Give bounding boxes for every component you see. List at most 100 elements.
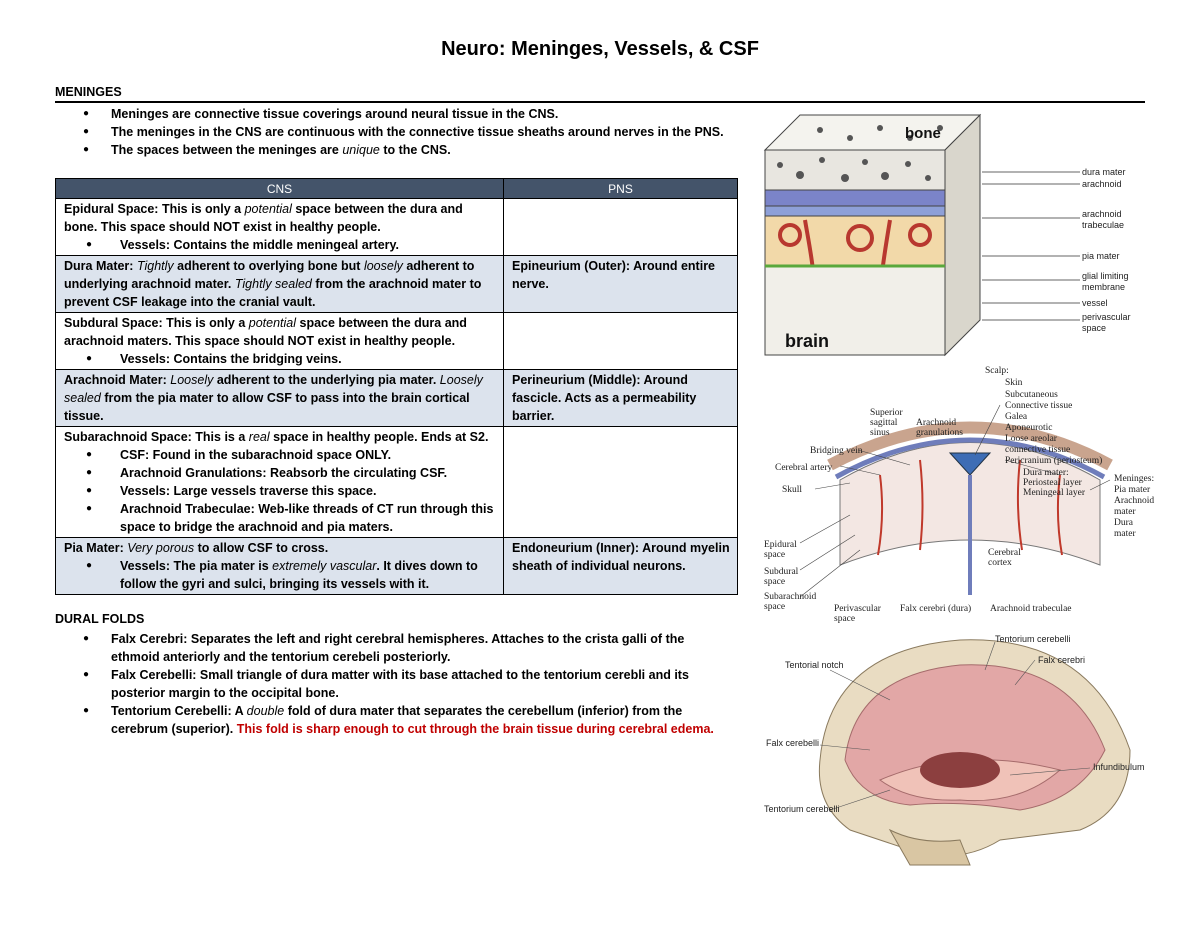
bone-pores [777, 125, 943, 182]
table-row: Arachnoid Mater: Loosely adherent to the… [55, 369, 738, 427]
cortex-label-2: cortex [988, 558, 1012, 568]
bone-label: bone [905, 125, 941, 142]
tentorial-notch-label: Tentorial notch [785, 660, 844, 670]
perivascular-label-line2: space [1082, 323, 1106, 333]
falx-cerebri-label: Falx cerebri [1038, 655, 1085, 665]
list-item: CSF: Found in the subarachnoid space ONL… [64, 446, 498, 464]
arachnoid-layer [764, 205, 946, 217]
infundibulum-label: Infundibulum [1093, 762, 1145, 772]
label-leaders [819, 641, 1091, 811]
cerebral-artery-label: Cerebral artery [775, 463, 832, 473]
table-row: Dura Mater: Tightly adherent to overlyin… [55, 255, 738, 313]
cns-arachnoid-cell: Arachnoid Mater: Loosely adherent to the… [55, 369, 504, 427]
periosteal-layer-label: Periosteal layer [1023, 478, 1083, 488]
subdural-label-1: Subdural [764, 567, 799, 577]
subarachnoid-label-2: space [764, 602, 785, 612]
cns-subarachnoid-cell: Subarachnoid Space: This is a real space… [55, 426, 504, 538]
column-header-cns: CNS [55, 178, 504, 199]
tentorium-cerebelli-label-top: Tentorium cerebelli [995, 634, 1071, 644]
perivascular-label-2: space [834, 614, 855, 624]
coronal-meninges-figure: Scalp: Skin Subcutaneous Connective tiss… [764, 366, 1154, 624]
pia-mater-label: Pia mater [1114, 485, 1151, 495]
meninges-heading: MENINGES [55, 85, 122, 99]
tentorium-cerebelli-label-bottom: Tentorium cerebelli [764, 804, 840, 814]
bone-layer [764, 149, 946, 191]
granulations-label-1: Arachnoid [916, 418, 956, 428]
glial-label-line1: glial limiting [1082, 271, 1129, 281]
loose-ct-label: connective tissue [1005, 445, 1070, 455]
label-leaders [799, 404, 1111, 598]
subdural-label-2: space [764, 577, 785, 587]
pia-mater-label: pia mater [1082, 251, 1120, 261]
cortical-vessels [877, 459, 1063, 556]
list-item: Vessels: Contains the bridging veins. [64, 350, 498, 368]
perivascular-label-line1: perivascular [1082, 312, 1131, 322]
glial-label-line2: membrane [1082, 282, 1125, 292]
pns-endoneurium-cell: Endoneurium (Inner): Around myelin sheat… [503, 537, 738, 595]
arachnoid-label: Arachnoid [1114, 496, 1154, 506]
list-item: Vessels: Contains the middle meningeal a… [64, 236, 498, 254]
skin-label: Skin [1005, 378, 1023, 388]
meninges-layers-figure: bone brain dura mater arachnoid arachnoi… [763, 113, 1131, 357]
brain-layer [764, 265, 946, 356]
granulations-label-2: granulations [916, 428, 963, 438]
pns-empty-cell [503, 426, 738, 538]
table-row: Subdural Space: This is only a potential… [55, 312, 738, 370]
brain-label: brain [785, 331, 829, 351]
sss-label-1: Superior [870, 408, 904, 418]
skull-layer [827, 421, 1113, 471]
vessel-label: vessel [1082, 298, 1108, 308]
heading-rule [55, 101, 1145, 103]
label-leaders [982, 171, 1080, 321]
arachnoid-mater-label: mater [1114, 507, 1136, 517]
list-item: Tentorium Cerebelli: A double fold of du… [83, 702, 723, 738]
cns-epidural-cell: Epidural Space: This is only a potential… [55, 198, 504, 256]
meninges-bullets: Meninges are connective tissue coverings… [83, 105, 724, 159]
cns-pia-cell: Pia Mater: Very porous to allow CSF to c… [55, 537, 504, 595]
dura-mater-label: Dura mater: [1023, 468, 1069, 478]
dura-mater-label: dura mater [1082, 167, 1126, 177]
sss-label-3: sinus [870, 428, 890, 438]
list-item: The meninges in the CNS are continuous w… [83, 123, 724, 141]
list-item: Arachnoid Trabeculae: Web-like threads o… [64, 500, 498, 536]
meninges-label: Meninges: [1114, 474, 1154, 484]
cns-dura-cell: Dura Mater: Tightly adherent to overlyin… [55, 255, 504, 313]
list-item: Vessels: The pia mater is extremely vasc… [64, 557, 498, 593]
pns-empty-cell [503, 312, 738, 370]
dural-folds-figure: Tentorium cerebelli Tentorial notch Falx… [764, 634, 1145, 866]
dura-layer [834, 437, 1106, 480]
dura-layer [764, 189, 946, 207]
trabeculae-label-line2: trabeculae [1082, 220, 1124, 230]
list-item: Meninges are connective tissue coverings… [83, 105, 724, 123]
sagittal-sinus [948, 452, 992, 476]
bridging-vein-label: Bridging vein [810, 446, 863, 456]
scalp-label: Scalp: [985, 366, 1009, 376]
trabeculae-label-line1: arachnoid [1082, 209, 1122, 219]
falx-cerebri-label: Falx cerebri (dura) [900, 603, 971, 614]
list-item: Falx Cerebri: Separates the left and rig… [83, 630, 723, 666]
galea-label: Galea [1005, 412, 1028, 422]
tentorial-notch [920, 752, 1000, 788]
list-item: Falx Cerebelli: Small triangle of dura m… [83, 666, 723, 702]
aponeurotic-label: Aponeurotic [1005, 423, 1053, 433]
loose-areolar-label: Loose areolar [1005, 434, 1058, 444]
perivascular-label-1: Perivascular [834, 604, 882, 614]
dura-mater-label-2: mater [1114, 529, 1136, 539]
subarachnoid-label-1: Subarachnoid [764, 592, 816, 602]
dura-label: Dura [1114, 518, 1134, 528]
dural-folds-heading: DURAL FOLDS [55, 612, 145, 626]
falx-cerebelli-label: Falx cerebelli [766, 738, 819, 748]
column-header-pns: PNS [503, 178, 738, 199]
epidural-label-2: space [764, 550, 785, 560]
table-row: Pia Mater: Very porous to allow CSF to c… [55, 537, 738, 595]
meningeal-layer-label: Meningeal layer [1023, 488, 1086, 498]
table-header-row: CNS PNS [55, 178, 738, 199]
skull-label: Skull [782, 485, 802, 495]
connective-tissue-label: Connective tissue [1005, 401, 1072, 411]
bone-top-face [763, 114, 982, 151]
dural-folds-bullets: Falx Cerebri: Separates the left and rig… [83, 630, 723, 738]
meninges-table: CNS PNS Epidural Space: This is only a p… [55, 178, 738, 595]
pns-perineurium-cell: Perineurium (Middle): Around fascicle. A… [503, 369, 738, 427]
list-item: Arachnoid Granulations: Reabsorb the cir… [64, 464, 498, 482]
cns-subdural-cell: Subdural Space: This is only a potential… [55, 312, 504, 370]
